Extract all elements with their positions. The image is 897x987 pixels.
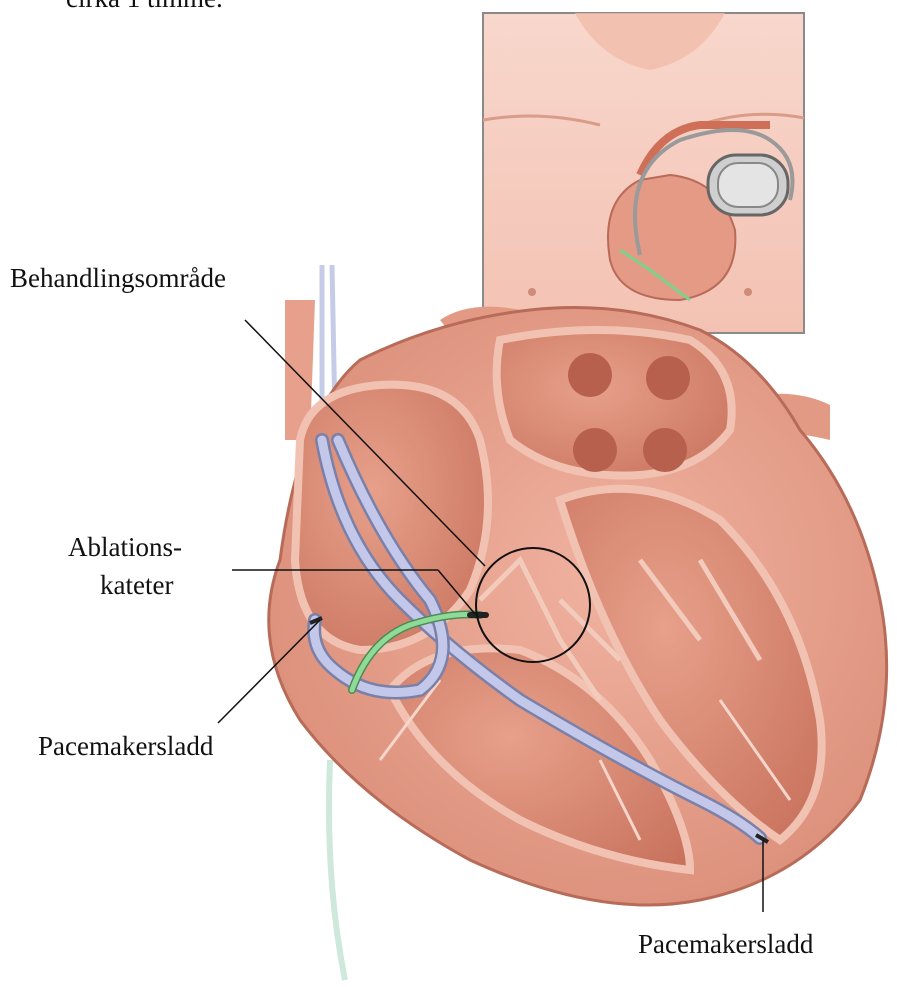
lead-bottom-tube bbox=[329, 760, 345, 980]
label-ablation-line2: kateter bbox=[100, 570, 173, 601]
label-pacemaker-lead-bottom: Pacemakersladd bbox=[638, 929, 813, 960]
right-atrium bbox=[295, 385, 488, 650]
inset-chest bbox=[483, 13, 804, 333]
caption-top: cirka 1 timme. bbox=[66, 0, 223, 14]
label-ablation-line1: Ablations- bbox=[68, 532, 182, 563]
label-treatment-area: Behandlingsområde bbox=[10, 263, 226, 294]
pulmonary-opening-1 bbox=[568, 353, 612, 397]
label-pacemaker-lead-left: Pacemakersladd bbox=[38, 731, 213, 762]
inset-nipple-right bbox=[744, 288, 752, 296]
pacemaker-inner bbox=[718, 163, 778, 207]
pulmonary-opening-4 bbox=[643, 428, 687, 472]
inset-nipple-left bbox=[528, 288, 536, 296]
main-heart bbox=[269, 300, 887, 905]
pulmonary-opening-2 bbox=[646, 356, 690, 400]
pulmonary-opening-3 bbox=[573, 428, 617, 472]
